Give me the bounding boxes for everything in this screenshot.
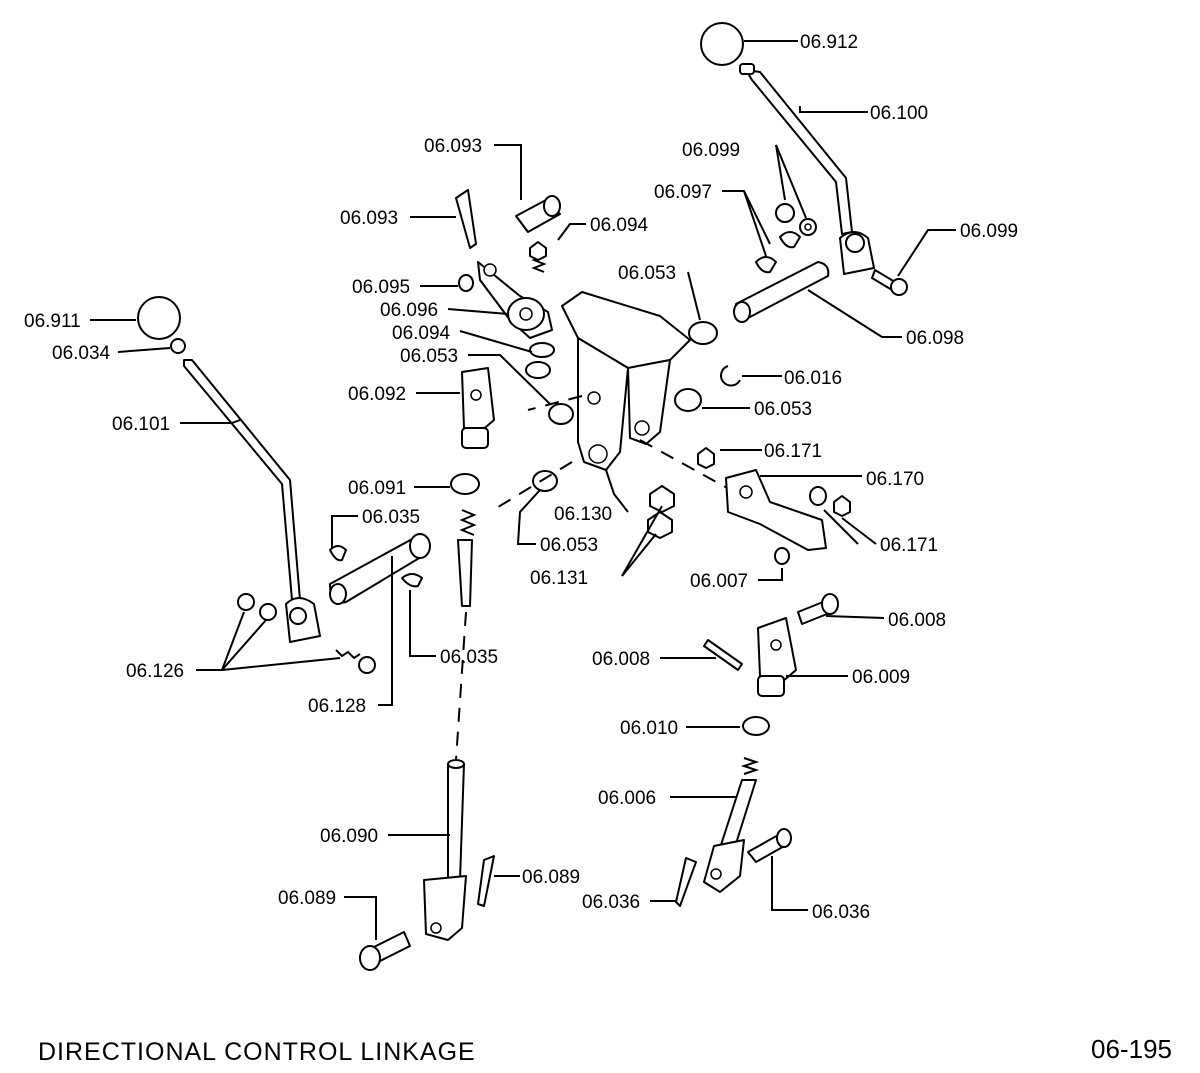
- nut-06-091: [450, 473, 480, 495]
- callout-label: 06.096: [380, 300, 438, 321]
- shaft-06-128: [329, 533, 431, 605]
- callout-label: 06.053: [540, 535, 598, 556]
- pin-06-093: [515, 195, 561, 233]
- nut-06-171-a: [697, 447, 715, 469]
- callout-label: 06.009: [852, 667, 910, 688]
- callout-label: 06.128: [308, 696, 366, 717]
- shaft-06-098: [733, 261, 830, 323]
- key-06-035-a: [329, 545, 347, 562]
- leader-lines: [90, 40, 956, 940]
- pin-06-036: [747, 828, 792, 863]
- bracket-06-130: [561, 291, 691, 471]
- assembly-line: [455, 611, 467, 761]
- page-code: 06-195: [1091, 1034, 1172, 1064]
- bolt-06-099: [871, 269, 908, 296]
- callout-label: 06.010: [620, 718, 678, 739]
- callout-label: 06.053: [618, 263, 676, 284]
- callout-label: 06.170: [866, 469, 924, 490]
- callout-label: 06.097: [654, 182, 712, 203]
- right-shift-lever: [739, 63, 875, 275]
- bushing-06-053-b: [674, 388, 702, 412]
- nut-06-095: [458, 274, 474, 292]
- nut-06-034: [170, 338, 186, 354]
- callout-label: 06.053: [400, 346, 458, 367]
- callout-label: 06.126: [126, 661, 184, 682]
- clevis-06-009: [757, 617, 797, 697]
- callout-label: 06.008: [592, 649, 650, 670]
- nut-06-131-a: [649, 485, 675, 513]
- callout-label: 06.035: [362, 507, 420, 528]
- nut-06-094: [525, 361, 551, 379]
- callout-label: 06.099: [682, 140, 740, 161]
- key-06-035-b: [401, 573, 423, 588]
- bushing-06-053-a: [688, 321, 718, 345]
- key-06-097: [779, 231, 801, 249]
- arm-06-170: [725, 469, 827, 551]
- callout-label: 06.095: [352, 277, 410, 298]
- callout-label: 06.053: [754, 399, 812, 420]
- callout-label: 06.100: [870, 103, 928, 124]
- nut-06-010: [742, 716, 770, 736]
- cotter-06-093: [455, 189, 477, 249]
- nut-06-126-b: [259, 603, 277, 621]
- callout-label: 06.099: [960, 221, 1018, 242]
- spring-06-090: [459, 509, 477, 536]
- bushing-06-007: [774, 547, 790, 565]
- callout-label: 06.091: [348, 478, 406, 499]
- callout-label: 06.093: [340, 208, 398, 229]
- rod-06-006: [703, 757, 760, 893]
- right-knob: [700, 22, 744, 66]
- part-illustrations: [137, 22, 908, 971]
- callout-label: 06.090: [320, 826, 378, 847]
- callout-label: 06.093: [424, 136, 482, 157]
- cotter-06-089: [477, 855, 495, 907]
- snap-ring-06-016: [720, 365, 741, 387]
- bolt-06-128: [335, 649, 361, 660]
- callout-label: 06.035: [440, 647, 498, 668]
- clevis-06-092: [461, 367, 495, 449]
- bushing-06-053-d: [532, 470, 558, 492]
- diagram-title: DIRECTIONAL CONTROL LINKAGE: [38, 1038, 476, 1066]
- washer-06-171: [809, 486, 827, 506]
- bushing-06-053-c: [548, 403, 574, 425]
- callout-label: 06.016: [784, 368, 842, 389]
- callout-label: 06.912: [800, 32, 858, 53]
- callout-label: 06.911: [24, 311, 81, 332]
- callout-label: 06.101: [112, 414, 170, 435]
- nut-06-099-right: [775, 203, 817, 236]
- callout-label: 06.036: [812, 902, 870, 923]
- pin-06-008: [797, 593, 839, 625]
- nut-06-126-a: [237, 593, 255, 611]
- callout-label: 06.092: [348, 384, 406, 405]
- callout-label: 06.089: [522, 867, 580, 888]
- cotter-06-036: [675, 857, 697, 907]
- callout-label: 06.098: [906, 328, 964, 349]
- left-knob: [137, 296, 181, 340]
- callout-label: 06.130: [554, 504, 612, 525]
- callout-label: 06.089: [278, 888, 336, 909]
- callout-label: 06.131: [530, 568, 588, 589]
- callout-label: 06.171: [880, 535, 938, 556]
- pin-06-089: [359, 931, 411, 971]
- callout-label: 06.007: [690, 571, 748, 592]
- nut-06-171-b: [833, 495, 851, 517]
- callout-label: 06.008: [888, 610, 946, 631]
- callout-labels: 06.912 06.100 06.093 06.099 06.097 06.09…: [24, 32, 1018, 923]
- washer-06-094: [529, 342, 555, 358]
- callout-label: 06.094: [392, 323, 451, 344]
- callout-label: 06.034: [52, 343, 111, 364]
- callout-label: 06.094: [590, 215, 649, 236]
- callout-label: 06.036: [582, 892, 640, 913]
- callout-label: 06.006: [598, 788, 656, 809]
- left-shift-lever: [183, 359, 321, 643]
- lever-06-096: [477, 261, 553, 339]
- callout-label: 06.171: [764, 441, 822, 462]
- cotter-06-008: [703, 639, 743, 671]
- rod-06-090: [423, 759, 467, 941]
